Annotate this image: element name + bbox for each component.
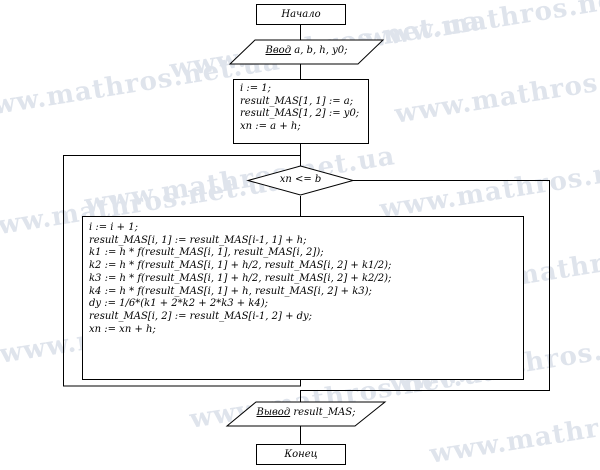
init-line: i := 1; xyxy=(240,83,272,94)
start-terminal: Начало xyxy=(256,4,346,25)
init-line: xn := a + h; xyxy=(240,121,301,133)
input-vars: a, b, h, y0; xyxy=(291,45,348,56)
body-line: i := i + 1; xyxy=(89,222,138,233)
init-process-block: i := 1; result_MAS[1, 1] := a; result_MA… xyxy=(233,79,369,144)
body-line: dy := 1/6*(k1 + 2*k2 + 2*k3 + k4); xyxy=(89,298,269,310)
condition-text: xn <= b xyxy=(248,174,353,185)
body-line: xn := xn + h; xyxy=(89,323,156,335)
output-keyword: Вывод xyxy=(256,407,291,418)
init-line: result_MAS[1, 1] := a; xyxy=(240,95,354,107)
loop-back-connector xyxy=(63,155,301,387)
body-line: k2 := h * f(result_MAS[i, 1] + h/2, resu… xyxy=(89,260,392,272)
output-parallelogram xyxy=(225,401,387,427)
condition-label: xn <= b xyxy=(279,174,322,185)
start-label: Начало xyxy=(281,9,321,20)
output-block-text: Вывод result_MAS; xyxy=(227,407,385,418)
loop-body-block: i := i + 1; result_MAS[i, 1] := result_M… xyxy=(82,216,524,380)
body-line: result_MAS[i, 1] := result_MAS[i-1, 1] +… xyxy=(89,234,307,246)
loop-exit-connector xyxy=(300,180,550,402)
body-line: k4 := h * f(result_MAS[i, 1] + h, result… xyxy=(89,285,372,297)
body-line: result_MAS[i, 2] := result_MAS[i-1, 2] +… xyxy=(89,310,313,322)
end-label: Конец xyxy=(284,449,318,460)
condition-diamond xyxy=(246,165,355,196)
init-line: result_MAS[1, 2] := y0; xyxy=(240,108,360,120)
output-vars: result_MAS; xyxy=(290,407,356,418)
end-terminal: Конец xyxy=(256,444,346,465)
body-line: k1 := h * f(result_MAS[i, 1], result_MAS… xyxy=(89,247,324,259)
input-block-text: Ввод a, b, h, y0; xyxy=(230,45,383,56)
body-line: k3 := h * f(result_MAS[i, 1] + h/2, resu… xyxy=(89,272,392,284)
input-keyword: Ввод xyxy=(265,45,292,56)
input-parallelogram xyxy=(228,39,385,65)
